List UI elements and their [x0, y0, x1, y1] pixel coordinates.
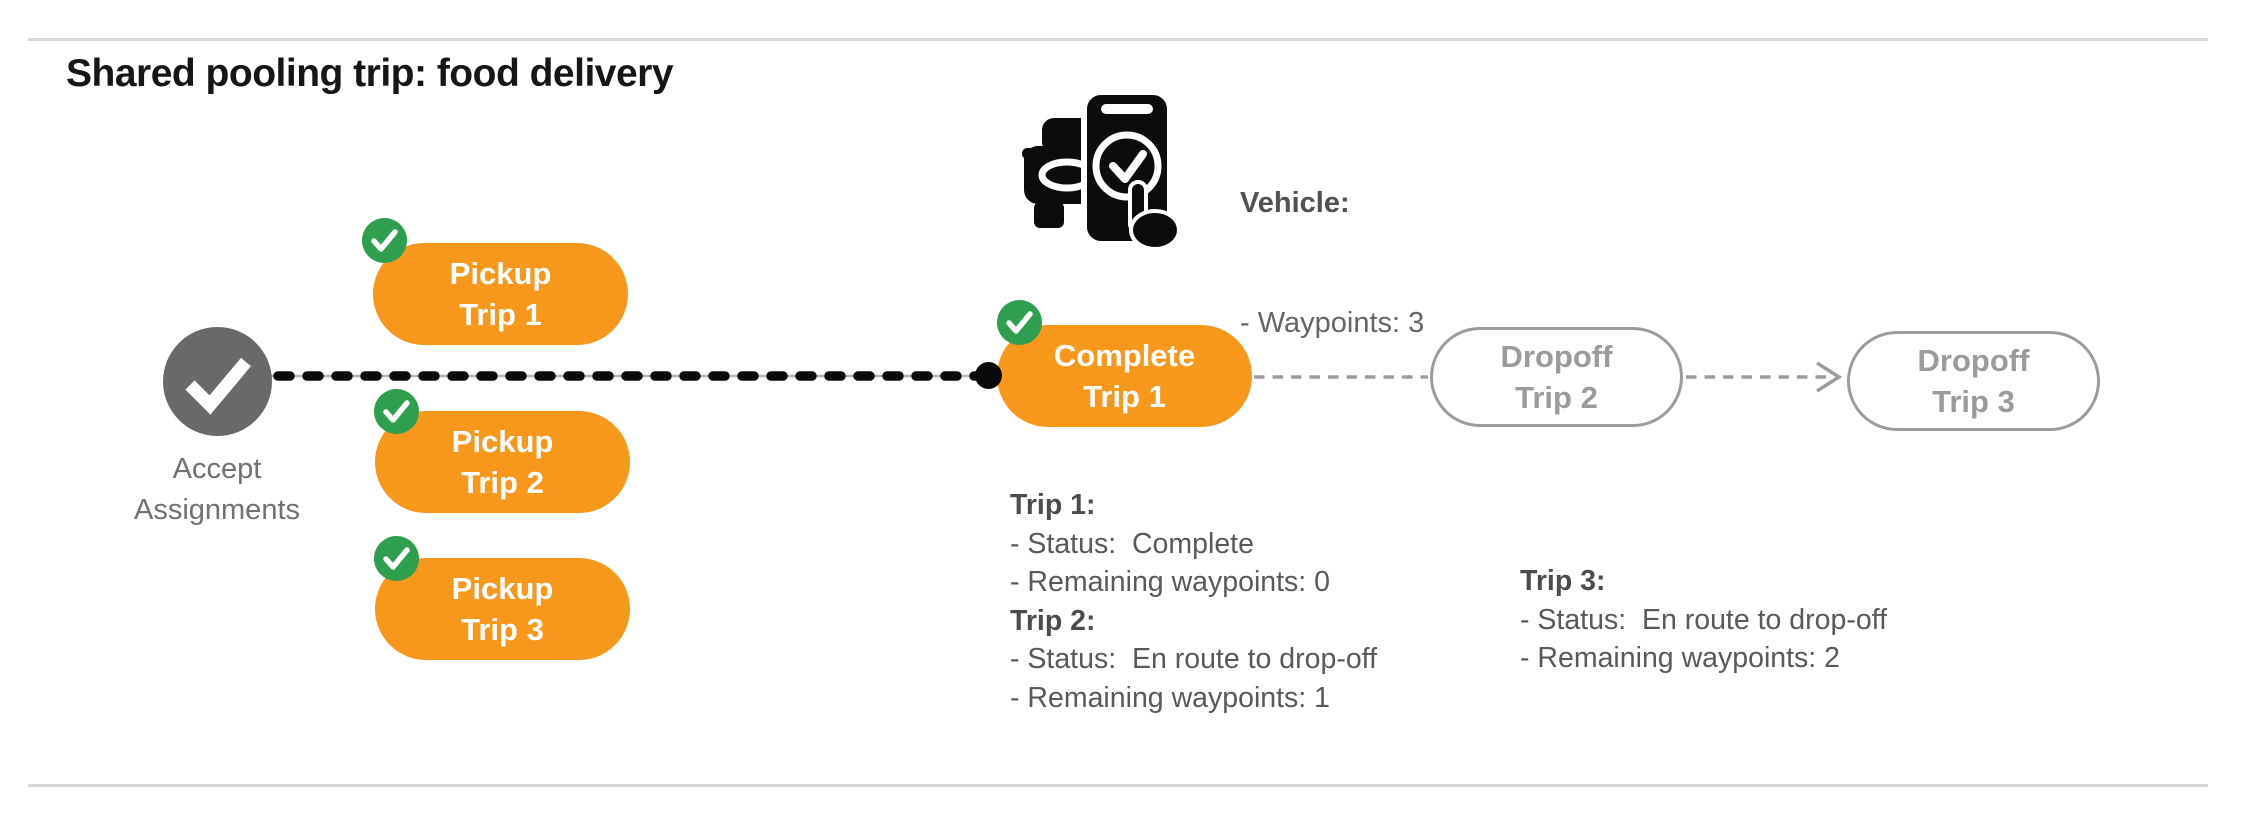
vehicle-waypoints: - Waypoints: 3	[1240, 307, 1425, 339]
info-title: Trip 3:	[1520, 565, 1606, 597]
accept-label-line2: Assignments	[133, 494, 300, 526]
info-title: Trip 1:	[1010, 489, 1096, 521]
node-label-line1: Pickup	[451, 424, 554, 459]
node-pickup-trip-2: Pickup Trip 2	[375, 411, 630, 513]
node-label-line1: Dropoff	[1500, 339, 1613, 374]
info-title: Trip 2:	[1010, 604, 1096, 637]
node-label-line1: Pickup	[451, 571, 554, 606]
node-pickup-trip-1: Pickup Trip 1	[373, 243, 628, 345]
info-waypoints-line: - Remaining waypoints: 0	[1010, 566, 1330, 598]
node-dropoff-trip-2: Dropoff Trip 2	[1430, 327, 1683, 427]
green-check-badge-icon	[374, 389, 419, 434]
page-title: Shared pooling trip: food delivery	[66, 52, 674, 95]
node-complete-trip-1: Complete Trip 1	[997, 325, 1252, 427]
info-waypoints-line: - Remaining waypoints: 1	[1010, 681, 1330, 714]
car-phone-check-icon	[1022, 89, 1181, 250]
top-divider-line	[28, 38, 2208, 41]
green-check-badge-icon	[374, 536, 419, 581]
accept-assignments-node	[163, 327, 272, 436]
node-label-line2: Trip 1	[459, 297, 542, 332]
trip-1-info-block: Trip 1: - Status: Complete - Remaining w…	[1010, 486, 1377, 602]
node-label-line2: Trip 3	[1932, 384, 2015, 419]
vehicle-info: Vehicle: - Waypoints: 3	[1240, 103, 1424, 423]
waypoint-dot	[975, 362, 1002, 389]
green-check-badge-icon	[997, 300, 1042, 345]
trip-info-column-right: Trip 3: - Status: En route to drop-off -…	[1520, 562, 1887, 678]
info-waypoints-line: - Remaining waypoints: 2	[1520, 642, 1840, 674]
node-label-line2: Trip 1	[1083, 379, 1166, 414]
vehicle-label: Vehicle:	[1240, 187, 1350, 219]
node-label-line1: Dropoff	[1917, 343, 2030, 378]
node-label-line2: Trip 2	[1515, 380, 1598, 415]
arrowhead-icon	[1816, 361, 1843, 393]
accept-label-line1: Accept	[172, 453, 262, 485]
node-label-line2: Trip 3	[461, 612, 544, 647]
accept-assignments-label: Accept Assignments	[77, 449, 357, 531]
check-icon	[185, 357, 251, 415]
info-status-line: - Status: En route to drop-off	[1010, 643, 1378, 675]
trip-3-info-block: Trip 3: - Status: En route to drop-off -…	[1520, 562, 1887, 678]
trip-info-column-left: Trip 1: - Status: Complete - Remaining w…	[1010, 486, 1377, 717]
node-label-line1: Complete	[1053, 338, 1196, 373]
info-status-line: - Status: Complete	[1010, 527, 1254, 560]
trip-2-info-block: Trip 2: - Status: En route to drop-off -…	[1010, 602, 1377, 718]
node-label-line2: Trip 2	[461, 465, 544, 500]
bottom-divider-line	[28, 784, 2208, 787]
node-pickup-trip-3: Pickup Trip 3	[375, 558, 630, 660]
node-label-line1: Pickup	[449, 256, 552, 291]
green-check-badge-icon	[362, 218, 407, 263]
node-dropoff-trip-3: Dropoff Trip 3	[1847, 331, 2100, 431]
info-status-line: - Status: En route to drop-off	[1520, 603, 1888, 636]
